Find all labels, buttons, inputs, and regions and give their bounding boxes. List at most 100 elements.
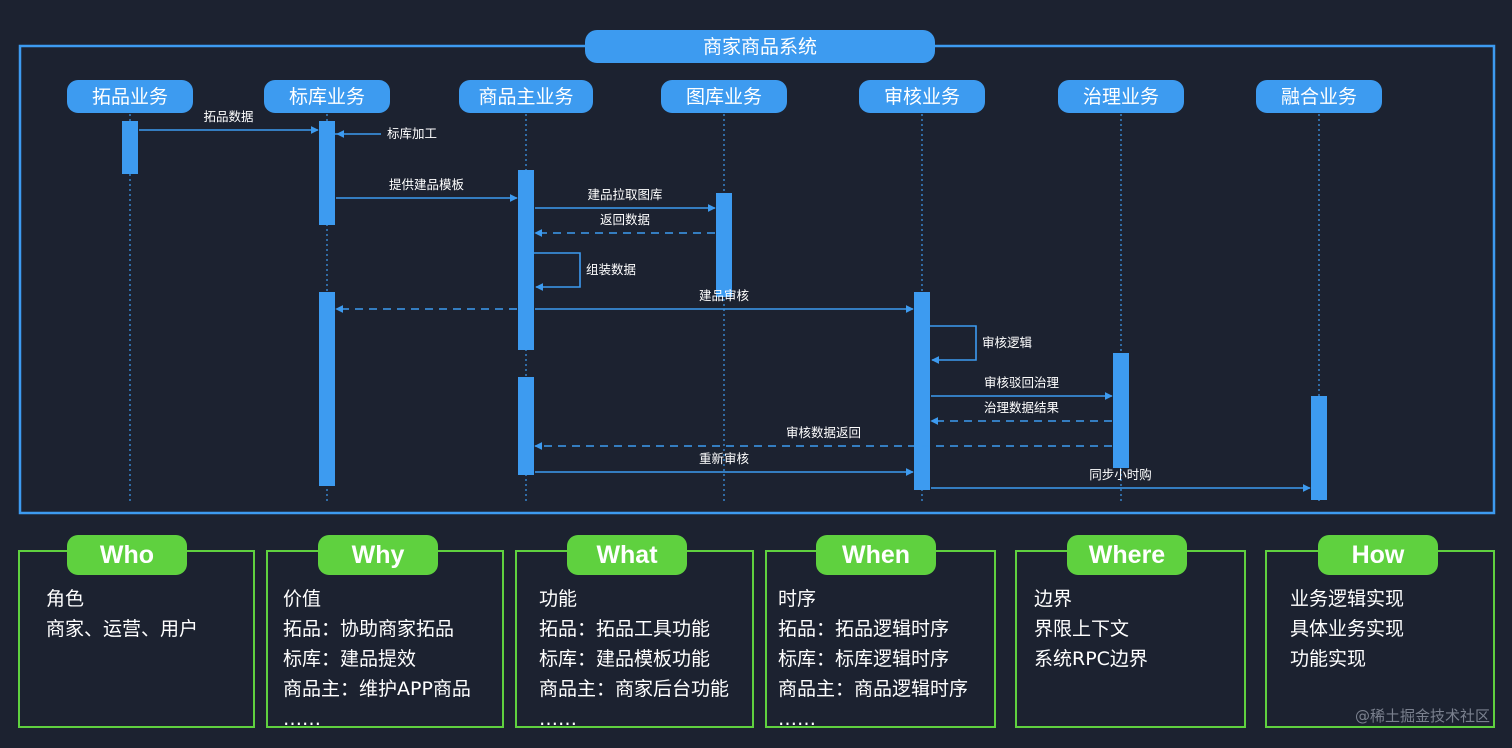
card-lines: 时序 拓品：拓品逻辑时序 标库：标库逻辑时序 商品主：商品逻辑时序 …… [778,584,968,734]
card-tag: Where [1067,535,1187,575]
card-line: 系统RPC边界 [1034,648,1148,670]
card-line: 拓品：协助商家拓品 [283,618,455,640]
card-line: 界限上下文 [1034,618,1130,640]
actor-label: 拓品业务 [92,86,168,108]
message-label: 审核逻辑 [982,335,1032,350]
message-label: 审核数据返回 [786,425,861,440]
message: 组装数据 [534,252,636,291]
message-arrow [534,252,581,291]
card-tag: How [1318,535,1438,575]
card-lines: 价值 拓品：协助商家拓品 标库：建品提效 商品主：维护APP商品 …… [283,584,471,734]
activation-bars [122,121,1327,500]
actor-pill [661,80,787,113]
message-label: 治理数据结果 [984,400,1060,415]
activation-bar [716,193,732,297]
activation-bar [914,292,930,490]
card-line: 具体业务实现 [1290,618,1405,640]
message: 审核数据返回 [534,425,1112,450]
actor-label: 融合业务 [1281,86,1357,108]
message: 返回数据 [534,212,715,237]
message: 同步小时购 [931,467,1311,492]
card-line: 商品主：商家后台功能 [539,678,730,700]
actor-zhili: 治理业务 [1058,80,1184,113]
card-line: 标库：标库逻辑时序 [778,648,950,670]
message-label: 同步小时购 [1089,467,1152,482]
message-label: 重新审核 [699,451,750,466]
message: 审核驳回治理 [931,375,1113,400]
card-tag: What [567,535,687,575]
card-line: 商品主：维护APP商品 [283,678,471,700]
activation-bar [1311,396,1327,500]
system-title: 商家商品系统 [585,30,935,63]
actor-pill [859,80,985,113]
actor-pill [264,80,390,113]
actor-label: 标库业务 [289,86,365,108]
message: 标库加工 [335,126,437,141]
activation-bar [122,121,138,174]
message-label: 建品审核 [699,288,750,303]
message: 治理数据结果 [930,400,1112,425]
message: 拓品数据 [139,109,319,134]
card-tag: Who [67,535,187,575]
actor-biaoku: 标库业务 [264,80,390,113]
card-lines: 边界 界限上下文 系统RPC边界 [1034,584,1148,674]
card-line: 商家、运营、用户 [46,618,199,640]
message-label: 提供建品模板 [389,177,465,192]
actor-ronghe: 融合业务 [1256,80,1382,113]
card-tag: Why [318,535,438,575]
card-tag: When [816,535,936,575]
actor-label: 图库业务 [686,86,762,108]
watermark: @稀土掘金技术社区 [1354,707,1490,725]
card-line: 功能 [539,588,578,610]
message: 审核逻辑 [930,325,1032,364]
actor-pill [67,80,193,113]
card-line: …… [283,708,321,730]
actor-label: 审核业务 [884,86,960,108]
message-label: 拓品数据 [203,109,253,124]
activation-bar [319,121,335,225]
card-line: 拓品：拓品逻辑时序 [778,618,950,640]
actor-pill [1058,80,1184,113]
message: 建品拉取图库 [535,187,716,212]
message-label: 建品拉取图库 [587,187,662,202]
card-line: 边界 [1034,588,1073,610]
actor-tuku: 图库业务 [661,80,787,113]
sequence-diagram: 商家商品系统 拓品数据标库加工提供建品模板建品拉取图库返回数据组装数据建品审核审… [18,30,1496,515]
activation-bar [319,292,335,486]
card-line: 业务逻辑实现 [1290,588,1405,610]
card-line: 时序 [778,588,817,610]
messages: 拓品数据标库加工提供建品模板建品拉取图库返回数据组装数据建品审核审核逻辑审核驳回… [139,109,1311,492]
message-label: 组装数据 [586,262,636,277]
message-arrow [930,325,977,364]
card-lines: 角色 商家、运营、用户 [46,584,198,644]
card-line: …… [778,708,816,730]
card-line: 拓品：拓品工具功能 [539,618,711,640]
activation-bar [518,170,534,350]
card-line: 商品主：商品逻辑时序 [778,678,969,700]
actor-tuopin: 拓品业务 [67,80,193,113]
message: 重新审核 [535,451,914,476]
actor-headers: 拓品业务 标库业务 商品主业务 图库业务 审核业务 治理业务 融合业务 [67,80,1382,113]
actor-shangpin: 商品主业务 [459,80,593,113]
actor-label: 商品主业务 [478,86,573,108]
card-line: 角色 [46,588,85,610]
card-line: 价值 [283,588,322,610]
lifelines [129,114,1320,502]
actor-pill [459,80,593,113]
activation-bar [518,377,534,475]
message-label: 返回数据 [600,212,650,227]
card-line: …… [539,708,577,730]
message-label: 审核驳回治理 [984,375,1060,390]
card-lines: 功能 拓品：拓品工具功能 标库：建品模板功能 商品主：商家后台功能 …… [539,584,729,734]
card-line: 功能实现 [1290,648,1367,670]
actor-pill [1256,80,1382,113]
card-line: 标库：建品模板功能 [539,648,711,670]
actor-shenhe: 审核业务 [859,80,985,113]
message: 提供建品模板 [336,177,518,202]
activation-bar [1113,353,1129,468]
actor-label: 治理业务 [1083,86,1159,108]
system-title-text: 商家商品系统 [703,36,817,58]
card-line: 标库：建品提效 [283,648,417,670]
message-label: 标库加工 [387,126,437,141]
message: 建品审核 [535,288,914,313]
